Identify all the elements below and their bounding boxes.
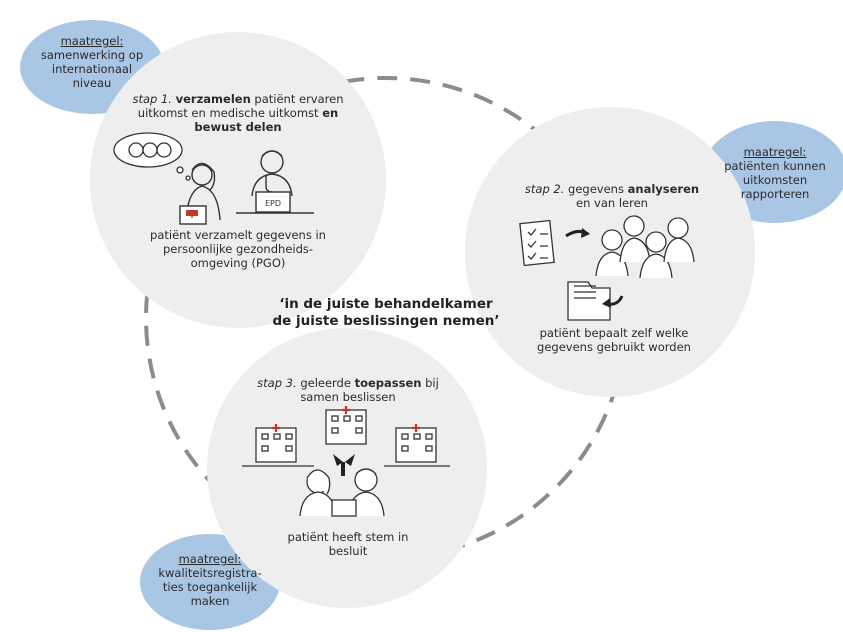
center-quote-line-2: de juiste beslissingen nemen’ bbox=[272, 313, 500, 329]
step3-caption: patiënt heeft stem in besluit bbox=[287, 530, 409, 558]
step3-heading: stap 3. geleerde toepassen bij samen bes… bbox=[250, 376, 446, 404]
measure-bottom-left: maatregel: kwaliteitsregistra-ties toega… bbox=[150, 552, 270, 608]
measure-right-label: maatregel: bbox=[743, 145, 807, 159]
thought-cloud-icon bbox=[113, 132, 191, 181]
hospital-right-icon bbox=[384, 424, 450, 467]
step1-verb: verzamelen bbox=[175, 92, 251, 106]
crossroads-arrows-icon bbox=[333, 454, 355, 476]
step3-circle bbox=[207, 328, 487, 608]
step1-text: patiënt ervaren uitkomst en medische uit… bbox=[137, 92, 344, 120]
measure-right-text: patiënten kunnen uitkomsten rapporteren bbox=[724, 159, 826, 201]
patient-with-tablet-icon bbox=[179, 162, 221, 225]
step2-text-1: gegevens bbox=[568, 182, 624, 196]
group-of-people-icon bbox=[595, 215, 695, 279]
epd-label: EPD bbox=[265, 199, 281, 208]
step3-label: stap 3. bbox=[257, 376, 297, 390]
step2-verb: analyseren bbox=[627, 182, 700, 196]
measure-top-left: maatregel: samenwerking op internationaa… bbox=[34, 34, 150, 90]
step2-text-2: en van leren bbox=[576, 196, 648, 210]
measure-bottom-left-text: kwaliteitsregistra-ties toegankelijk mak… bbox=[158, 566, 262, 608]
doctor-at-desk-icon: EPD bbox=[236, 150, 314, 214]
step1-circle bbox=[90, 32, 386, 328]
arrow-right-head bbox=[581, 228, 590, 238]
hospital-left-icon bbox=[242, 424, 314, 467]
step1-heading: stap 1. verzamelen patiënt ervaren uitko… bbox=[128, 92, 348, 134]
step3-text-1: geleerde bbox=[300, 376, 351, 390]
arrow-back-head bbox=[602, 298, 611, 308]
document-folder-icon bbox=[567, 281, 611, 321]
patient-and-doctor-icon bbox=[299, 468, 385, 517]
step1-label: stap 1. bbox=[132, 92, 172, 106]
step2-heading: stap 2. gegevens analyseren en van leren bbox=[512, 182, 712, 210]
step3-text-2: bij samen beslissen bbox=[300, 376, 439, 404]
step3-verb: toepassen bbox=[354, 376, 422, 390]
center-quote-line-1: ‘in de juiste behandelkamer bbox=[279, 296, 493, 312]
checklist-icon bbox=[519, 219, 555, 267]
step1-emphasis: en bewust delen bbox=[194, 106, 339, 134]
measure-right: maatregel: patiënten kunnen uitkomsten r… bbox=[716, 145, 834, 201]
center-quote: ‘in de juiste behandelkamer de juiste be… bbox=[236, 296, 536, 330]
measure-top-left-label: maatregel: bbox=[60, 34, 124, 48]
measure-bottom-left-label: maatregel: bbox=[178, 552, 242, 566]
hospital-center-icon bbox=[325, 406, 367, 445]
step1-caption: patiënt verzamelt gegevens in persoonlij… bbox=[150, 228, 326, 270]
measure-top-left-text: samenwerking op internationaal niveau bbox=[40, 48, 144, 90]
step2-caption: patiënt bepaalt zelf welke gegevens gebr… bbox=[537, 326, 691, 354]
step2-label: stap 2. bbox=[524, 182, 565, 196]
